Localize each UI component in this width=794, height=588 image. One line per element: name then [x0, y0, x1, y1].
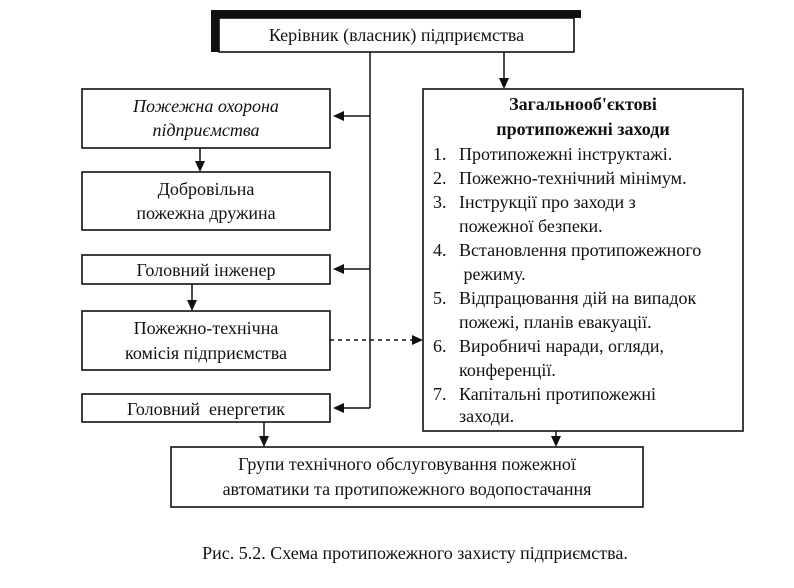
measure-item-text: конференції.: [459, 360, 556, 380]
connectors: [187, 52, 561, 447]
arrowhead-commission-to-measures: [412, 335, 423, 345]
chief-power-engineer-box: Головний енергетик: [81, 393, 331, 423]
commission-label-line1: Пожежно-технічна: [134, 318, 279, 338]
measure-item-text: Інструкції про заходи з: [459, 192, 636, 212]
chief-power-engineer-frame: [81, 393, 331, 423]
arrowhead-chief-power-engineer: [333, 403, 344, 413]
maintenance-groups-frame: [170, 446, 644, 508]
measures-list: 1. Протипожежні інструктажі. 2. Пожежно-…: [433, 144, 701, 426]
measure-item-number: 4.: [433, 240, 447, 260]
measure-item-text: режиму.: [459, 264, 526, 284]
arrowhead-power-engineer-to-groups: [259, 436, 269, 447]
measure-item-number: 2.: [433, 168, 447, 188]
fire-guard-label-line1: Пожежна охорона: [132, 96, 279, 116]
head-box-side-shadow: [211, 10, 219, 52]
measure-item-text: Відпрацювання дій на випадок: [459, 288, 696, 308]
volunteer-brigade-label-line2: пожежна дружина: [136, 203, 275, 223]
general-measures-box: Загальнооб'єктові протипожежні заходи 1.…: [422, 88, 744, 432]
fire-technical-commission-box: Пожежно-технічна комісія підприємства: [81, 310, 331, 371]
measure-item-text: Встановлення протипожежного: [459, 240, 701, 260]
measure-item-text: Капітальні протипожежні: [459, 384, 656, 404]
measure-item-text: пожежної безпеки.: [459, 216, 603, 236]
fire-guard-frame: [81, 88, 331, 149]
measure-item-number: 5.: [433, 288, 447, 308]
arrowhead-fire-guard: [333, 111, 344, 121]
volunteer-brigade-label-line1: Добровільна: [158, 179, 255, 199]
measure-item-number: 3.: [433, 192, 447, 212]
fire-guard-box: Пожежна охорона підприємства: [81, 88, 331, 149]
commission-frame: [81, 310, 331, 371]
fire-guard-label-line2: підприємства: [152, 120, 259, 140]
measure-item-text: Пожежно-технічний мінімум.: [459, 168, 687, 188]
measure-item-text: Виробничі наради, огляди,: [459, 336, 664, 356]
arrowhead-engineer-to-commission: [187, 300, 197, 311]
head-box-shadow: [211, 10, 581, 18]
arrowhead-fire-guard-to-brigade: [195, 161, 205, 172]
arrowhead-chief-engineer: [333, 264, 344, 274]
maintenance-groups-label-line2: автоматики та протипожежного водопостача…: [223, 479, 592, 499]
chief-power-engineer-label: Головний енергетик: [127, 399, 285, 419]
measure-item-text: Протипожежні інструктажі.: [459, 144, 672, 164]
measure-item-number: 7.: [433, 384, 447, 404]
measure-item-text: пожежі, планів евакуації.: [459, 312, 652, 332]
arrowhead-measures-to-groups: [551, 436, 561, 447]
chief-engineer-box: Головний інженер: [81, 254, 331, 285]
chief-engineer-label: Головний інженер: [137, 260, 276, 280]
measures-title-line1: Загальнооб'єктові: [509, 94, 657, 114]
head-of-enterprise-label: Керівник (власник) підприємства: [269, 25, 524, 46]
arrowhead-top-to-measures: [499, 78, 509, 89]
measure-item-number: 1.: [433, 144, 447, 164]
commission-label-line2: комісія підприємства: [125, 343, 287, 363]
measures-title-line2: протипожежні заходи: [496, 119, 670, 139]
chief-engineer-frame: [81, 254, 331, 285]
volunteer-brigade-frame: [81, 171, 331, 231]
maintenance-groups-label-line1: Групи технічного обслуговування пожежної: [238, 454, 576, 474]
figure-caption: Рис. 5.2. Схема протипожежного захисту п…: [202, 543, 628, 563]
measures-frame: [422, 88, 744, 432]
head-box-frame: [218, 17, 575, 53]
measure-item-text: заходи.: [459, 406, 514, 426]
measure-item-number: 6.: [433, 336, 447, 356]
head-of-enterprise-box: Керівник (власник) підприємства: [211, 10, 581, 53]
maintenance-groups-box: Групи технічного обслуговування пожежної…: [170, 446, 644, 508]
volunteer-fire-brigade-box: Добровільна пожежна дружина: [81, 171, 331, 231]
